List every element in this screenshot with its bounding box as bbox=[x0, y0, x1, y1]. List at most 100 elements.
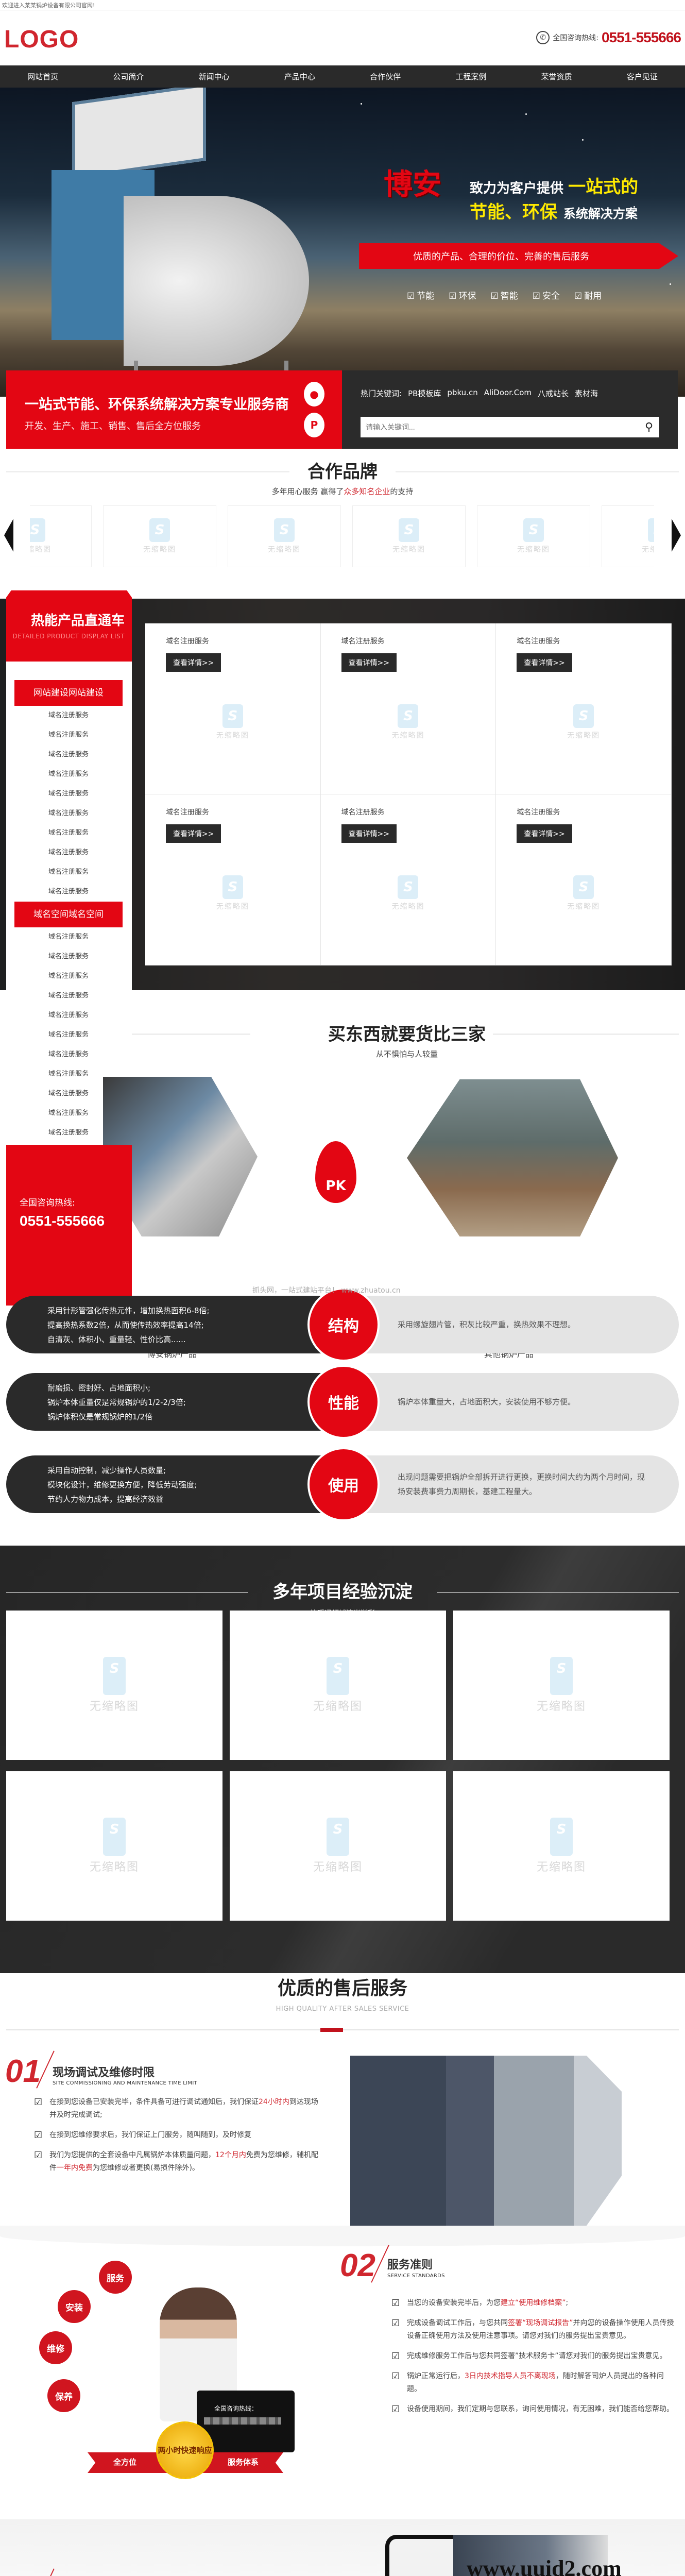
banner-brand: 博安 bbox=[384, 168, 441, 201]
sidebar-item[interactable]: 域名注册服务 bbox=[48, 829, 89, 837]
checklist-item: 锅炉正常运行后，3日内技术指导人员不离现场，随时解答司炉人员提出的各种问题。 bbox=[391, 2370, 675, 2396]
service-bubble: 安装 bbox=[58, 2290, 91, 2323]
nav-honors[interactable]: 荣誉资质 bbox=[541, 72, 572, 81]
partner-logo[interactable]: 无缩略图 bbox=[352, 505, 466, 567]
sidebar-item[interactable]: 域名注册服务 bbox=[48, 790, 89, 798]
keyword-link[interactable]: 八戒站长 bbox=[538, 389, 569, 398]
header: LOGO ✆ 全国咨询热线: 0551-555666 bbox=[0, 11, 685, 65]
nav-news[interactable]: 新闻中心 bbox=[198, 72, 230, 81]
sidebar-item[interactable]: 域名注册服务 bbox=[48, 868, 89, 876]
sidebar-category[interactable]: 域名空间域名空间 bbox=[14, 902, 123, 927]
sidebar-item[interactable]: 域名注册服务 bbox=[48, 711, 89, 719]
search-icon[interactable]: ⚲ bbox=[644, 420, 654, 434]
keyword-link[interactable]: pbku.cn bbox=[447, 388, 478, 397]
sidebar-category[interactable]: 网站建设网站建设 bbox=[14, 680, 123, 706]
compare-row: 采用针形管强化传热元件，增加换热面积6-8倍;提高换热系数2倍，从而使传热效率提… bbox=[6, 1287, 679, 1362]
check-item: 环保 bbox=[449, 289, 476, 301]
partners-title: 合作品牌 bbox=[300, 457, 385, 483]
nav-partners[interactable]: 合作伙伴 bbox=[370, 72, 401, 81]
top-bar: 欢迎进入某某锅炉设备有限公司官网! bbox=[0, 0, 685, 10]
projects-title: 多年项目经验沉淀 bbox=[272, 1582, 413, 1602]
after-sales-subtitle: HIGH QUALITY AFTER SALES SERVICE bbox=[276, 2005, 409, 2013]
product-sidebar: 热能产品直通车 DETAILED PRODUCT DISPLAY LIST 网站… bbox=[6, 590, 132, 1157]
site-watermark: www.uuid2.com bbox=[453, 2535, 622, 2576]
sidebar-item[interactable]: 域名注册服务 bbox=[48, 1129, 89, 1137]
view-details-button[interactable]: 查看详情>> bbox=[517, 824, 572, 843]
sidebar-item[interactable]: 域名注册服务 bbox=[48, 992, 89, 999]
project-card[interactable]: 无缩略图 bbox=[230, 1771, 446, 1921]
block-title: 服务准则 bbox=[387, 2259, 433, 2272]
block-title: 现场调试及维修时限 bbox=[53, 2066, 155, 2079]
project-card[interactable]: 无缩略图 bbox=[453, 1611, 670, 1760]
block-number: 03 bbox=[5, 2571, 41, 2576]
partner-logo[interactable]: 无缩略图 bbox=[103, 505, 216, 567]
block-checklist: 当您的设备安装完毕后，为您建立“使用维修档案”; 完成设备调试工作后，与您共同签… bbox=[391, 2297, 675, 2423]
view-details-button[interactable]: 查看详情>> bbox=[341, 653, 397, 672]
sidebar-item[interactable]: 域名注册服务 bbox=[48, 1050, 89, 1058]
prev-arrow-icon[interactable] bbox=[4, 519, 13, 552]
after-sales-title: 优质的售后服务 bbox=[277, 1978, 407, 1999]
sidebar-item[interactable]: 域名注册服务 bbox=[48, 888, 89, 895]
partner-logo[interactable]: 无缩略图 bbox=[228, 505, 341, 567]
nav-products[interactable]: 产品中心 bbox=[284, 72, 315, 81]
sidebar-item[interactable]: 域名注册服务 bbox=[48, 731, 89, 739]
hero-banner[interactable]: 博安 致力为客户提供 一站式的 节能、环保 系统解决方案 优质的产品、合理的价位… bbox=[0, 88, 685, 397]
sidebar-item[interactable]: 域名注册服务 bbox=[48, 1031, 89, 1039]
block-subtitle: SERVICE STANDARDS bbox=[387, 2273, 445, 2279]
project-card[interactable]: 无缩略图 bbox=[230, 1611, 446, 1760]
partner-logo[interactable]: 无缩略图 bbox=[477, 505, 590, 567]
keyword-link[interactable]: PB模板库 bbox=[408, 389, 441, 398]
sidebar-item[interactable]: 域名注册服务 bbox=[48, 933, 89, 941]
sidebar-item[interactable]: 域名注册服务 bbox=[48, 1090, 89, 1097]
partner-logo[interactable]: 无缩略图 bbox=[30, 505, 92, 567]
next-arrow-icon[interactable] bbox=[672, 519, 681, 552]
hotline: ✆ 全国咨询热线: 0551-555666 bbox=[536, 29, 681, 46]
sidebar-item[interactable]: 域名注册服务 bbox=[48, 1070, 89, 1078]
search-input[interactable] bbox=[361, 417, 659, 437]
view-details-button[interactable]: 查看详情>> bbox=[166, 824, 221, 843]
view-details-button[interactable]: 查看详情>> bbox=[341, 824, 397, 843]
weibo-icon[interactable]: ● bbox=[304, 382, 324, 406]
partner-logo[interactable]: 无缩略图 bbox=[602, 505, 654, 567]
keyword-link[interactable]: 素材海 bbox=[575, 389, 598, 398]
sidebar-item[interactable]: 域名注册服务 bbox=[48, 972, 89, 980]
block-checklist: 在接到您设备已安装完毕，条件具备可进行调试通知后，我们保证24小时内到达现场并及… bbox=[34, 2096, 322, 2182]
banner-line1: 致力为客户提供 一站式的 bbox=[470, 177, 639, 197]
sidebar-item[interactable]: 域名注册服务 bbox=[48, 1109, 89, 1117]
checklist-item: 设备使用期间，我们定期与您联系，询问使用情况，有无困难，我们能否给您帮助。 bbox=[391, 2403, 675, 2416]
pinterest-icon[interactable]: P bbox=[304, 413, 324, 437]
checklist-item: 完成设备调试工作后，与您共同签署“现场调试报告”并向您的设备操作使用人员传授设备… bbox=[391, 2317, 675, 2343]
nav-about[interactable]: 公司简介 bbox=[113, 72, 144, 81]
project-card[interactable]: 无缩略图 bbox=[6, 1771, 222, 1921]
banner-line2: 节能、环保 系统解决方案 bbox=[470, 202, 638, 223]
project-card[interactable]: 无缩略图 bbox=[453, 1771, 670, 1921]
project-card[interactable]: 无缩略图 bbox=[6, 1611, 222, 1760]
nav-testimonials[interactable]: 客户见证 bbox=[626, 72, 658, 81]
keyword-link[interactable]: AliDoor.Com bbox=[484, 388, 532, 397]
sidebar-item[interactable]: 域名注册服务 bbox=[48, 809, 89, 817]
block-subtitle: SITE COMMISSIONING AND MAINTENANCE TIME … bbox=[53, 2080, 198, 2086]
compare-label: 性能 bbox=[307, 1365, 380, 1439]
sidebar-item[interactable]: 域名注册服务 bbox=[48, 849, 89, 856]
checklist-item: 我们为您提供的全套设备中凡属锅炉本体质量问题，12个月内免费为您维修，辅机配件一… bbox=[34, 2149, 322, 2175]
view-details-button[interactable]: 查看详情>> bbox=[517, 653, 572, 672]
logo[interactable]: LOGO bbox=[4, 26, 79, 53]
sidebar-item[interactable]: 域名注册服务 bbox=[48, 1011, 89, 1019]
service-bubble: 维修 bbox=[39, 2331, 72, 2364]
hot-keywords: 热门关键词: PB模板库 pbku.cn AliDoor.Com 八戒站长 素材… bbox=[361, 388, 598, 398]
check-item: 智能 bbox=[491, 289, 518, 301]
nav-cases[interactable]: 工程案例 bbox=[455, 72, 487, 81]
check-item: 节能 bbox=[407, 289, 434, 301]
after-sales-header: 优质的售后服务 HIGH QUALITY AFTER SALES SERVICE bbox=[0, 1973, 685, 2032]
sidebar-item[interactable]: 域名注册服务 bbox=[48, 770, 89, 778]
sidebar-item[interactable]: 域名注册服务 bbox=[48, 751, 89, 758]
view-details-button[interactable]: 查看详情>> bbox=[166, 653, 221, 672]
sidebar-item[interactable]: 域名注册服务 bbox=[48, 953, 89, 960]
nav-home[interactable]: 网站首页 bbox=[27, 72, 59, 81]
